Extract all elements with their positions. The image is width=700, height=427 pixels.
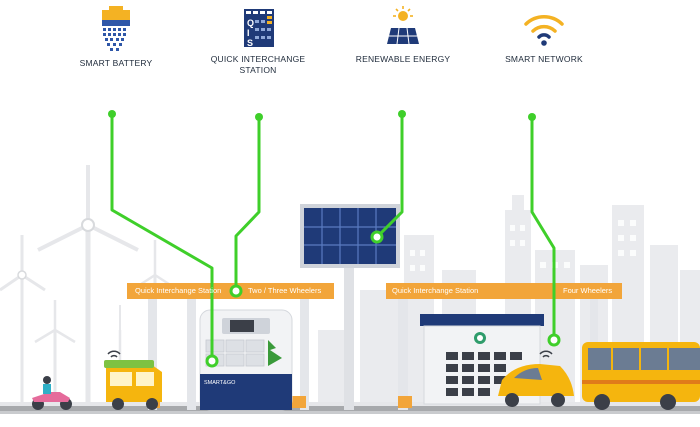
svg-text:Q: Q bbox=[247, 18, 254, 28]
feature-label: QUICK INTERCHANGE STATION bbox=[210, 54, 306, 75]
svg-text:S: S bbox=[247, 38, 253, 48]
connector-smart-network bbox=[530, 117, 556, 340]
canopy-right-vehicle-type: Four Wheelers bbox=[563, 286, 613, 295]
connector-smart-battery bbox=[110, 114, 214, 358]
car bbox=[498, 350, 574, 407]
canopy-right bbox=[386, 283, 622, 410]
feature-label: SMART BATTERY bbox=[79, 58, 153, 68]
canopy-left-vehicle-type: Two / Three Wheelers bbox=[248, 286, 322, 295]
bus bbox=[582, 342, 700, 410]
feature-quick-interchange-station: Q I S QUICK INTERCHANGE STATION bbox=[193, 6, 323, 76]
feature-label: RENEWABLE ENERGY bbox=[355, 54, 451, 64]
connector-renewable-energy bbox=[375, 114, 404, 239]
wifi-small-icon-left bbox=[107, 350, 121, 358]
canopy-right-title: Quick Interchange Station bbox=[392, 286, 479, 295]
scooter bbox=[32, 350, 121, 410]
wifi-icon bbox=[524, 15, 564, 46]
svg-text:I: I bbox=[247, 28, 250, 38]
battery-icon bbox=[102, 6, 130, 51]
connector-endpoints bbox=[108, 110, 536, 121]
feature-label: SMART NETWORK bbox=[505, 54, 583, 64]
solar-panel-icon bbox=[387, 6, 419, 45]
feature-renewable-energy: RENEWABLE ENERGY bbox=[338, 6, 468, 65]
battery-swap-station-left: SMART&GO bbox=[199, 309, 293, 411]
connector-targets bbox=[205, 230, 561, 368]
wifi-small-icon-right bbox=[539, 350, 553, 358]
kiosk-brand: SMART&GO bbox=[204, 380, 236, 386]
auto-rickshaw bbox=[104, 360, 162, 410]
feature-smart-battery: SMART BATTERY bbox=[51, 6, 181, 69]
qis-icon: Q I S bbox=[244, 9, 274, 48]
feature-smart-network: SMART NETWORK bbox=[479, 6, 609, 65]
connector-lines bbox=[110, 114, 556, 358]
connector-quick-interchange-station bbox=[234, 117, 261, 290]
canopy-left-title: Quick Interchange Station bbox=[135, 286, 222, 295]
